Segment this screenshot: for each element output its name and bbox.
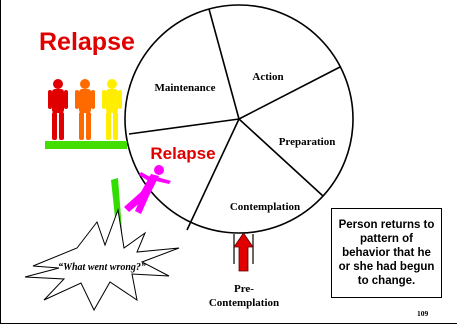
wheel-divider xyxy=(186,118,240,231)
stage-label-relapse: Relapse xyxy=(150,144,215,163)
wheel-divider xyxy=(208,8,240,120)
slide-title: Relapse xyxy=(39,28,135,56)
stage-label-action: Action xyxy=(252,71,283,83)
burst-text: “What went wrong?” xyxy=(58,262,146,273)
stage-label-preparation: Preparation xyxy=(279,136,336,148)
page-number: 109 xyxy=(417,309,429,318)
wheel-divider xyxy=(238,66,341,120)
stages-of-change-wheel: Action Preparation Contemplation Relapse… xyxy=(124,4,354,234)
stage-label-contemplation: Contemplation xyxy=(230,201,300,213)
stage-label-maintenance: Maintenance xyxy=(154,82,215,94)
wheel-divider xyxy=(128,118,240,135)
platform xyxy=(45,141,127,149)
person-figure xyxy=(102,79,122,140)
what-went-wrong-burst: “What went wrong?” xyxy=(24,208,180,312)
relapse-definition-box: Person returns to pattern of behavior th… xyxy=(331,208,442,298)
slipping-person-illustration xyxy=(124,165,171,214)
person-figure xyxy=(48,79,68,140)
wheel-divider xyxy=(238,118,324,197)
pre-contemplation-label-line1: Pre- xyxy=(234,283,254,295)
entry-arrow xyxy=(233,232,254,272)
person-figure xyxy=(75,79,95,140)
maintenance-people-illustration xyxy=(45,79,127,149)
pre-contemplation-label-line2: Contemplation xyxy=(209,297,279,309)
relapse-definition-text: Person returns to pattern of behavior th… xyxy=(338,219,435,287)
